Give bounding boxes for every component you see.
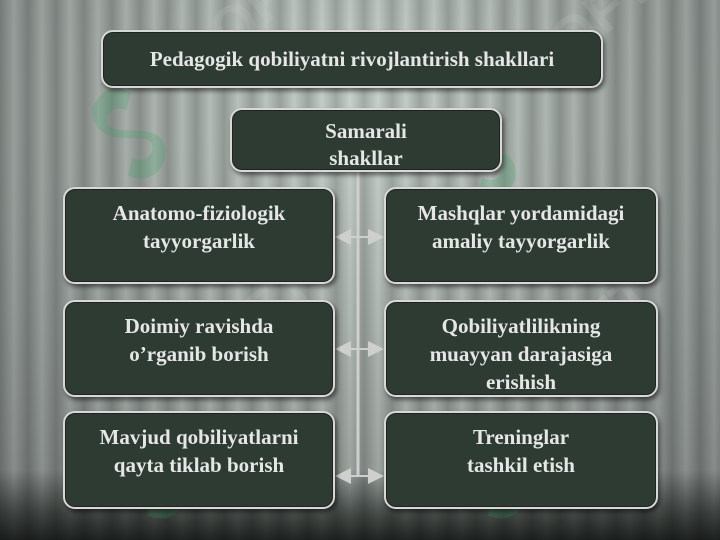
right-node-1: Mashqlar yordamidagi amaliy tayyorgarlik xyxy=(384,187,658,284)
right-node-3: Treninglar tashkil etish xyxy=(384,411,658,509)
diagram-title: Pedagogik qobiliyatni rivojlantirish sha… xyxy=(101,30,603,88)
left-node-2: Doimiy ravishda o’rganib borish xyxy=(63,300,335,397)
left-node-3: Mavjud qobiliyatlarni qayta tiklab boris… xyxy=(63,411,335,509)
center-node: Samarali shakllar xyxy=(230,108,502,172)
right-node-2: Qobiliyatlilikning muayyan darajasiga er… xyxy=(384,300,658,397)
left-node-1: Anatomo-fiziologik tayyorgarlik xyxy=(63,187,335,284)
